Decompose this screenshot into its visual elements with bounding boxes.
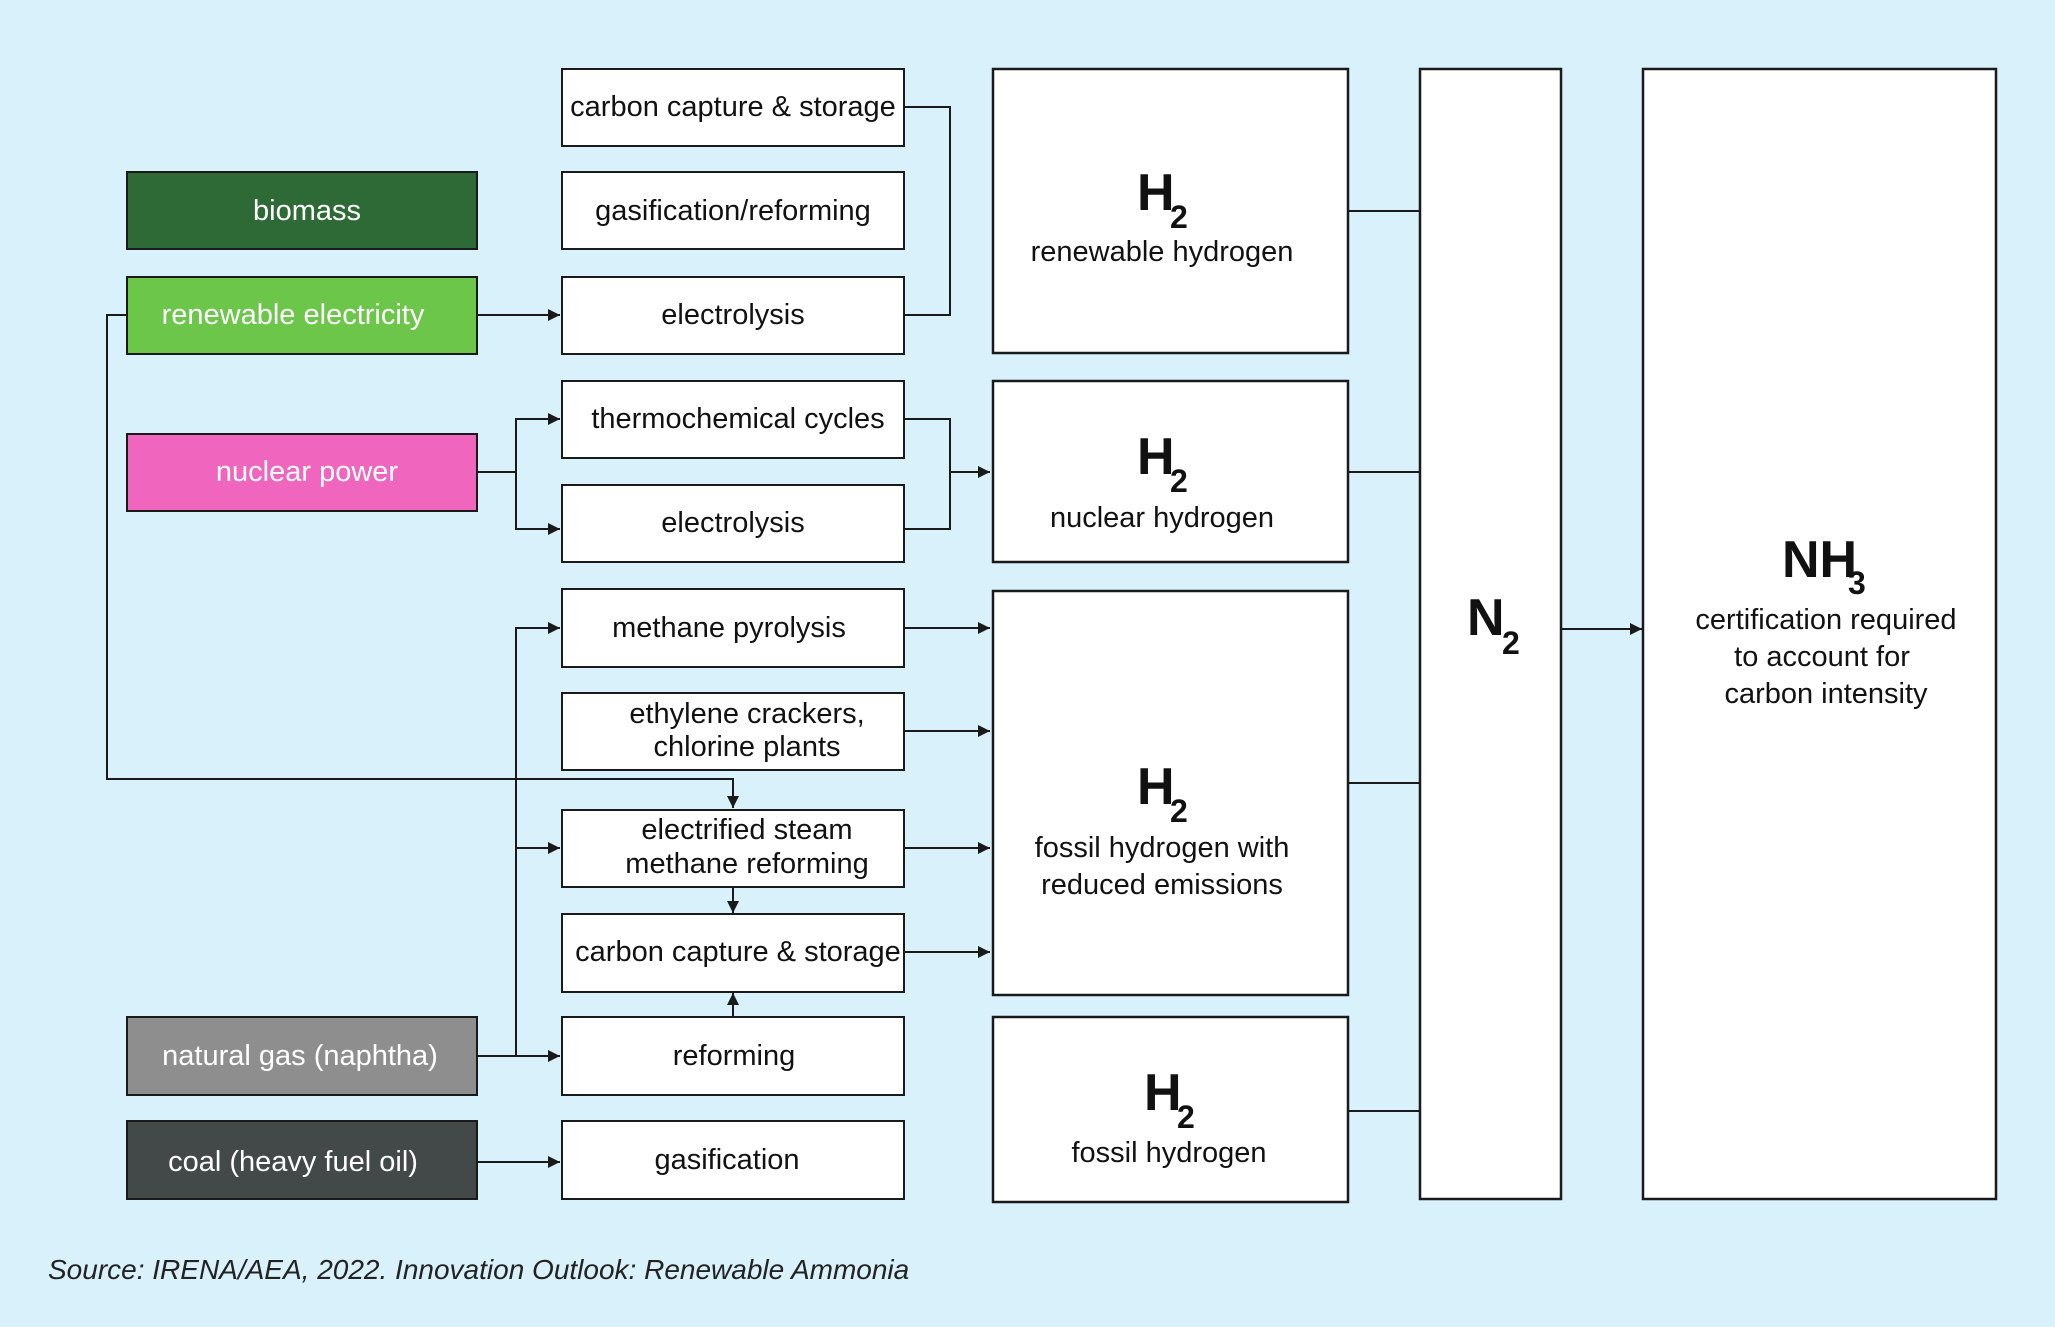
h2-symbol: H	[1137, 758, 1175, 816]
methane-pyrolysis-box	[561, 588, 905, 668]
h2-symbol: H	[1144, 1064, 1182, 1122]
ethylene-crackers-label-1: ethylene crackers,	[629, 698, 864, 730]
source-natural-gas: natural gas (naphtha)	[126, 1016, 478, 1096]
ammonia-note-2: to account for	[1734, 641, 1910, 673]
ammonia-note-3: carbon intensity	[1724, 678, 1928, 710]
bracket-electrolysis-ccs	[904, 106, 951, 316]
arrow-renewable-to-esmr	[106, 314, 739, 808]
thermochemical-cycles-box	[561, 380, 905, 459]
biomass-box	[126, 171, 478, 250]
biomass-label: biomass	[253, 195, 361, 227]
n2-symbol: N	[1467, 589, 1505, 647]
hydrogen-boxes	[991, 67, 1350, 1204]
ethylene-crackers-box	[561, 692, 905, 771]
h2-symbol: H	[1137, 164, 1175, 222]
renewable-hydrogen-box	[991, 67, 1350, 355]
electrolysis-nuclear-box	[561, 484, 905, 563]
natural-gas-box	[126, 1016, 478, 1096]
reduced-emissions-hydrogen-box	[991, 589, 1350, 997]
renewable-electricity-box	[126, 276, 478, 355]
n2-subscript: 2	[1502, 625, 1520, 661]
reforming-box	[561, 1016, 905, 1096]
source-note: Source: IRENA/AEA, 2022. Innovation Outl…	[48, 1254, 910, 1285]
electrolysis-renewable-label: electrolysis	[661, 299, 804, 331]
gasification-reforming-label: gasification/reforming	[595, 195, 871, 227]
fossil-hydrogen-label: fossil hydrogen	[1071, 1137, 1266, 1169]
process-labels: carbon capture & storage gasification/re…	[570, 91, 901, 1176]
fossil-hydrogen-formula: H 2	[1144, 1064, 1195, 1135]
reduced-hydrogen-label-2: reduced emissions	[1041, 869, 1283, 901]
nh3-subscript: 3	[1848, 565, 1866, 601]
gasification-reforming-box	[561, 171, 905, 250]
electrolysis-nuclear-label: electrolysis	[661, 507, 804, 539]
coal-label: coal (heavy fuel oil)	[168, 1146, 418, 1178]
reforming-label: reforming	[673, 1040, 796, 1072]
esmr-label-1: electrified steam	[641, 814, 852, 846]
electrolysis-renewable-box	[561, 276, 905, 355]
arrow-nuclear-to-electrolysis	[515, 472, 560, 535]
ccs-top-box	[561, 68, 905, 147]
esmr-box	[561, 809, 905, 888]
ethylene-crackers-label-2: chlorine plants	[654, 731, 841, 763]
gasification-box	[561, 1120, 905, 1200]
connector-lines	[106, 106, 1642, 1168]
coal-box	[126, 1120, 478, 1200]
gasification-label: gasification	[654, 1144, 799, 1176]
ammonia-note-1: certification required	[1695, 604, 1956, 636]
nuclear-hydrogen-label: nuclear hydrogen	[1050, 502, 1274, 534]
process-boxes	[561, 68, 905, 1200]
renewable-hydrogen-label: renewable hydrogen	[1031, 236, 1294, 268]
source-biomass: biomass	[126, 171, 478, 250]
reduced-hydrogen-label-1: fossil hydrogen with	[1035, 832, 1290, 864]
nuclear-power-label: nuclear power	[216, 456, 398, 488]
bracket-nuclear-processes	[904, 418, 951, 530]
ammonia-formula: NH 3	[1782, 531, 1866, 601]
renewable-hydrogen-formula: H 2	[1137, 164, 1188, 235]
h2-subscript: 2	[1170, 793, 1188, 829]
ccs-bottom-box	[561, 913, 905, 993]
thermochemical-cycles-label: thermochemical cycles	[591, 403, 884, 435]
source-nuclear-power: nuclear power	[126, 433, 478, 512]
renewable-electricity-label: renewable electricity	[162, 299, 425, 331]
h2-subscript: 2	[1170, 199, 1188, 235]
h2-symbol: H	[1137, 428, 1175, 486]
nitrogen-formula: N 2	[1467, 589, 1520, 661]
arrow-gas-to-pyrolysis	[477, 622, 560, 1057]
nuclear-hydrogen-box	[991, 379, 1350, 564]
source-coal: coal (heavy fuel oil)	[126, 1120, 478, 1200]
h2-subscript: 2	[1170, 463, 1188, 499]
nuclear-hydrogen-formula: H 2	[1137, 428, 1188, 499]
methane-pyrolysis-label: methane pyrolysis	[612, 612, 846, 644]
ccs-top-label: carbon capture & storage	[570, 91, 896, 123]
h2-subscript: 2	[1177, 1099, 1195, 1135]
ccs-bottom-label: carbon capture & storage	[575, 936, 901, 968]
source-renewable-electricity: renewable electricity	[126, 276, 478, 355]
nitrogen-box	[1418, 67, 1563, 1201]
reduced-hydrogen-formula: H 2	[1137, 758, 1188, 829]
esmr-label-2: methane reforming	[625, 848, 868, 880]
nh3-symbol: NH	[1782, 531, 1857, 589]
arrow-nuclear-to-thermochemical	[515, 413, 560, 472]
nuclear-power-box	[126, 433, 478, 512]
ammonia-box	[1641, 67, 1998, 1201]
natural-gas-label: natural gas (naphtha)	[162, 1040, 438, 1072]
fossil-hydrogen-box	[991, 1015, 1350, 1204]
